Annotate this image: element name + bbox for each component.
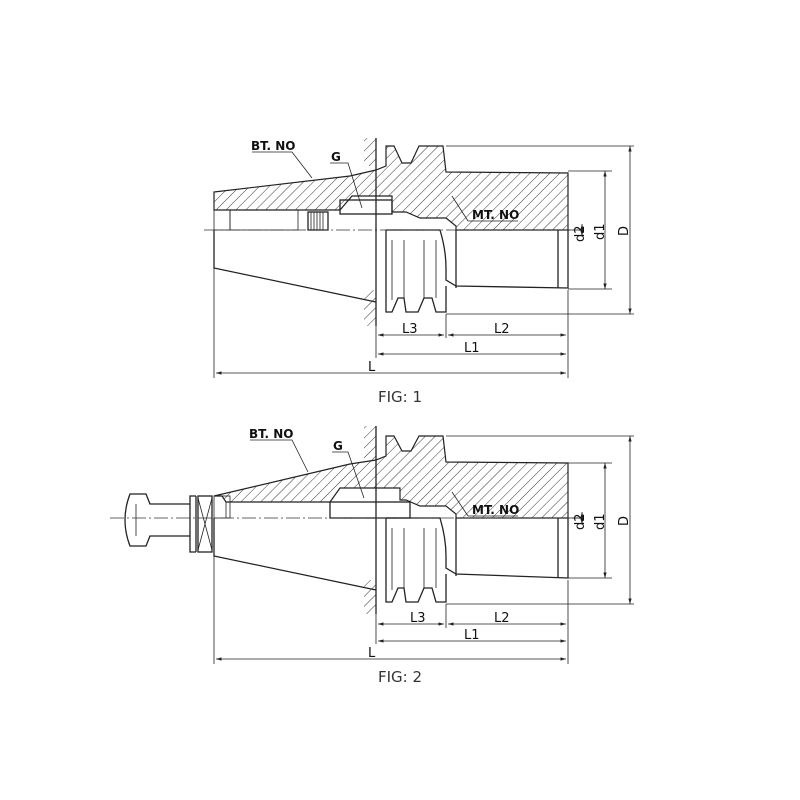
figure-2: BT. NO G MT. NO d2 d1 D L3 L2 L1 L FIG: … (110, 426, 634, 686)
dim-L1: L1 (464, 628, 480, 643)
label-mt-no: MT. NO (472, 503, 519, 517)
pull-stud (124, 493, 197, 553)
caption-fig-1: FIG: 1 (378, 388, 422, 406)
dim-D: D (617, 226, 632, 236)
wall-hatch-bottom (364, 580, 376, 614)
dim-d1: d1 (593, 513, 608, 530)
holder-outline-lower (213, 518, 377, 591)
dim-L3: L3 (410, 611, 426, 626)
dim-d2: d2 (573, 513, 588, 530)
holder-section-upper (213, 145, 569, 231)
wall-hatch-bottom (364, 290, 376, 326)
label-bt-no: BT. NO (249, 427, 294, 441)
figure-1: BT. NO G MT. NO d2 d1 D L3 L2 L1 L FIG: … (204, 138, 634, 406)
wall-hatch-top (364, 426, 376, 460)
caption-fig-2: FIG: 2 (378, 668, 422, 686)
holder-outline-lower (213, 230, 377, 303)
key-block (339, 199, 393, 215)
label-g: G (333, 439, 343, 453)
dim-L: L (368, 646, 376, 661)
key-block (329, 501, 411, 519)
dim-L1: L1 (464, 341, 480, 356)
dim-L: L (368, 360, 376, 375)
label-bt-no: BT. NO (251, 139, 296, 153)
dim-L2: L2 (494, 611, 510, 626)
label-g: G (331, 150, 341, 164)
dim-L3: L3 (402, 322, 418, 337)
holder-section-upper (213, 435, 569, 519)
dim-D: D (617, 516, 632, 526)
dim-d1: d1 (593, 223, 608, 240)
dim-L2: L2 (494, 322, 510, 337)
wall-hatch-top (364, 138, 376, 166)
label-mt-no: MT. NO (472, 208, 519, 222)
dim-d2: d2 (573, 225, 588, 242)
